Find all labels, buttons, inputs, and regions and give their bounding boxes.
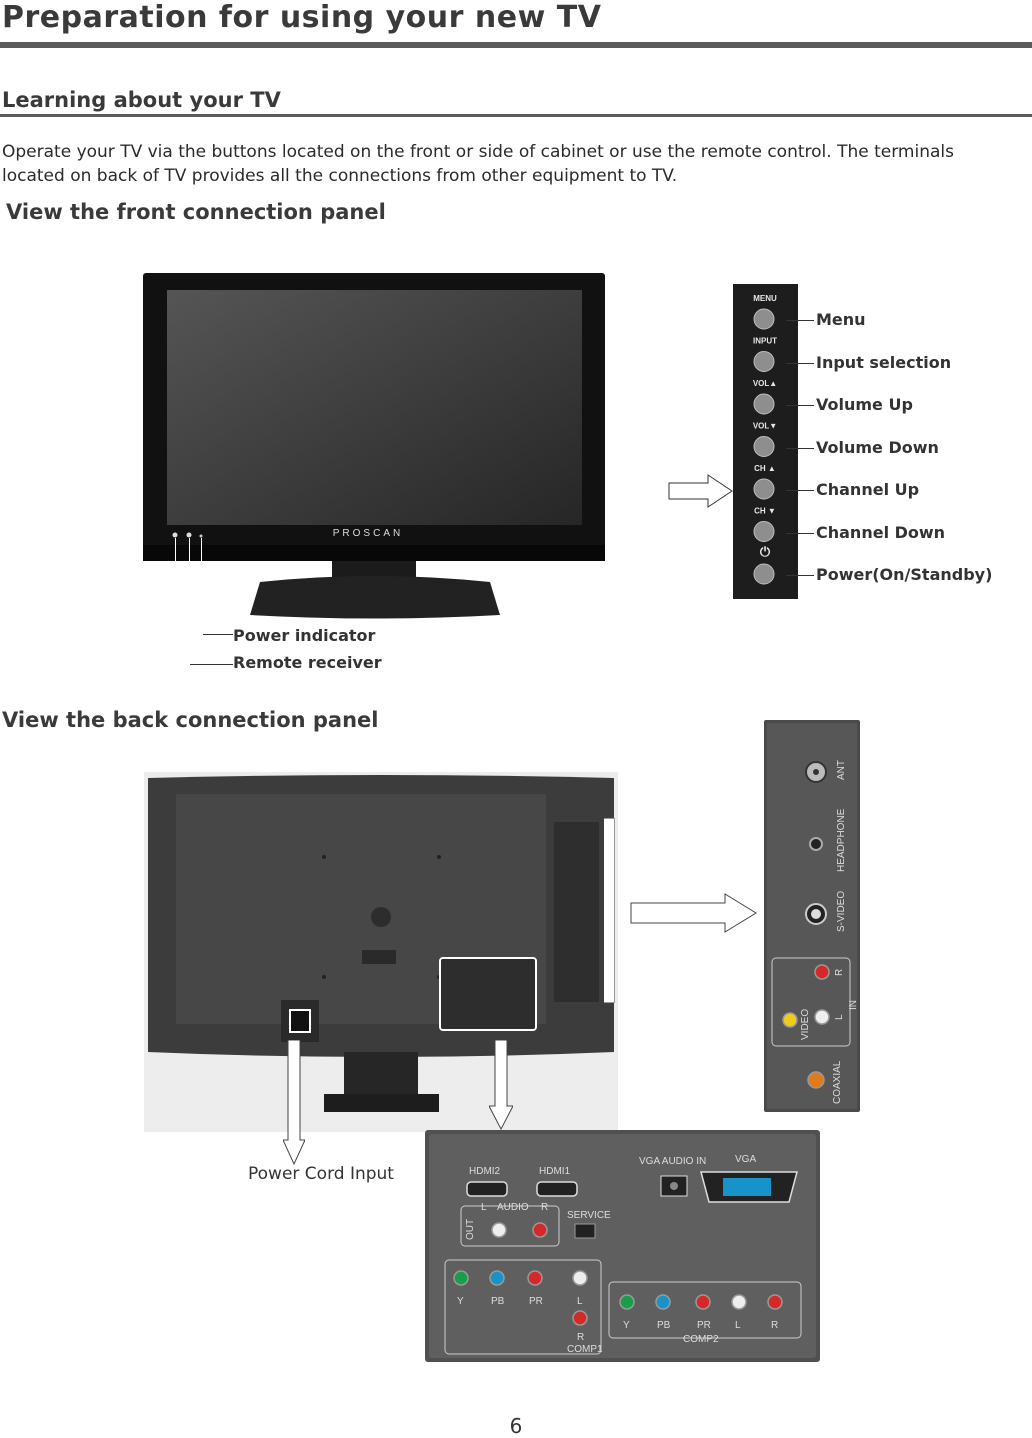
side-jack-bracket <box>604 818 615 1003</box>
svg-text:PR: PR <box>529 1296 543 1307</box>
page-number: 6 <box>509 1414 523 1438</box>
front-label-leader <box>786 490 814 491</box>
rear-jack-panel: HDMI2 HDMI1 VGA AUDIO IN VGA L AUDIO R O… <box>425 1130 820 1362</box>
headphone-jack <box>809 837 823 851</box>
side-jack-panel: ANT HEADPHONE S-VIDEO R L VIDEO IN COAXI… <box>764 720 860 1112</box>
power-cord-pointer <box>283 1040 305 1165</box>
power-cord-socket <box>289 1009 311 1033</box>
svg-text:R: R <box>771 1320 778 1331</box>
power-cord-input-label: Power Cord Input <box>248 1164 394 1184</box>
front-label-leader <box>786 362 814 364</box>
vol-down-button-label: VOL▼ <box>753 422 777 431</box>
ch-up-button[interactable] <box>753 478 775 500</box>
svg-text:L: L <box>577 1296 583 1307</box>
svg-text:L: L <box>834 1014 845 1020</box>
svg-text:PB: PB <box>657 1320 671 1331</box>
front-label-input: Input selection <box>816 352 952 372</box>
front-panel-heading: View the front connection panel <box>6 200 386 224</box>
input-button[interactable] <box>753 351 775 372</box>
front-label-leader <box>786 405 814 406</box>
ch-up-button-label: CH ▲ <box>754 464 776 473</box>
remote-receiver-label: Remote receiver <box>233 653 382 672</box>
intro-paragraph: Operate your TV via the buttons located … <box>2 142 954 186</box>
headphone-label: HEADPHONE <box>836 808 847 872</box>
video-jack <box>782 1012 798 1028</box>
ant-label: ANT <box>836 760 847 780</box>
tv-neck <box>332 561 416 579</box>
front-label-leader <box>786 532 814 534</box>
rear-jack-area <box>439 957 537 1031</box>
section-heading: Learning about your TV <box>2 88 281 112</box>
back-panel-heading: View the back connection panel <box>2 708 379 732</box>
vol-up-button-label: VOL▲ <box>753 379 777 388</box>
svg-text:COMP1: COMP1 <box>567 1344 603 1355</box>
svg-text:Y: Y <box>457 1296 464 1307</box>
front-label-vol-down: Volume Down <box>816 437 939 457</box>
audio-l-jack <box>814 1009 830 1025</box>
power-button[interactable] <box>753 563 775 585</box>
audio-out-r-jack <box>532 1222 548 1238</box>
svg-text:OUT: OUT <box>465 1219 476 1240</box>
title-rule <box>0 42 1032 48</box>
vol-down-button[interactable] <box>753 436 775 457</box>
down-arrow-icon <box>489 1040 513 1130</box>
coaxial-jack <box>807 1071 825 1089</box>
svg-text:HDMI1: HDMI1 <box>539 1166 571 1177</box>
front-label-vol-up: Volume Up <box>816 395 913 414</box>
tv-brand: PROSCAN <box>333 528 403 539</box>
page-title: Preparation for using your new TV <box>2 0 602 35</box>
front-label-leader <box>786 447 814 449</box>
side-button-panel: MENU INPUT VOL▲ VOL▼ CH ▲ CH ▼ ⏻ <box>733 284 798 599</box>
power-indicator-leader <box>203 634 233 635</box>
front-label-ch-up: Channel Up <box>816 480 920 499</box>
audio-out-l-jack <box>491 1222 507 1238</box>
front-label-menu: Menu <box>816 310 866 329</box>
front-label-power: Power(On/Standby) <box>816 565 993 584</box>
menu-button-label: MENU <box>753 294 777 303</box>
menu-button[interactable] <box>753 308 775 330</box>
front-label-ch-down: Channel Down <box>816 522 946 542</box>
svideo-label: S-VIDEO <box>836 891 847 932</box>
tv-front-image: PROSCAN <box>143 273 605 619</box>
vol-up-button[interactable] <box>753 393 775 415</box>
ch-down-button-label: CH ▼ <box>754 507 776 516</box>
svg-text:R: R <box>834 969 845 976</box>
svg-text:HDMI2: HDMI2 <box>469 1166 501 1177</box>
svg-text:L: L <box>481 1202 487 1213</box>
hdmi1-port <box>536 1181 578 1197</box>
service-port <box>574 1223 596 1239</box>
svg-text:COAXIAL: COAXIAL <box>832 1060 843 1104</box>
power-button-label: ⏻ <box>760 544 771 559</box>
svg-text:AUDIO: AUDIO <box>497 1202 529 1213</box>
remote-receiver <box>186 532 192 538</box>
right-arrow-icon <box>630 893 757 933</box>
power-indicator-label: Power indicator <box>233 626 376 645</box>
svg-text:IN: IN <box>848 1000 859 1010</box>
ch-down-button[interactable] <box>753 521 775 542</box>
audio-r-jack <box>814 964 830 980</box>
svg-text:PB: PB <box>491 1296 505 1307</box>
arrow-icon <box>668 474 733 508</box>
power-indicator-led <box>172 532 178 538</box>
remote-receiver-leader <box>190 664 233 665</box>
svg-text:VGA: VGA <box>735 1154 756 1165</box>
front-label-leader <box>786 320 814 321</box>
svg-text:COMP2: COMP2 <box>683 1334 719 1345</box>
input-button-label: INPUT <box>753 337 777 346</box>
hdmi2-port <box>466 1181 508 1197</box>
svg-text:Y: Y <box>623 1320 630 1331</box>
tv-back-image <box>144 772 618 1132</box>
svg-text:L: L <box>735 1320 741 1331</box>
svg-text:VIDEO: VIDEO <box>800 1009 811 1040</box>
front-label-leader <box>786 575 814 576</box>
svg-text:R: R <box>541 1202 548 1213</box>
svg-text:R: R <box>577 1332 584 1343</box>
tv-stand <box>250 576 500 619</box>
svg-text:VGA AUDIO IN: VGA AUDIO IN <box>639 1156 706 1167</box>
section-rule <box>0 114 1032 117</box>
svg-text:PR: PR <box>697 1320 711 1331</box>
svg-text:SERVICE: SERVICE <box>567 1210 611 1221</box>
